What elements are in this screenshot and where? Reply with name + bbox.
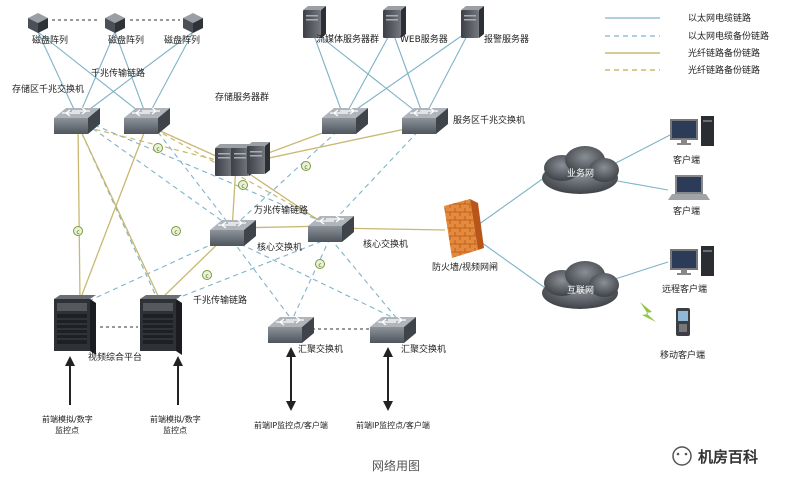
label-agg-switch-1: 汇聚交换机	[298, 343, 343, 355]
streaming-server	[303, 6, 326, 38]
agg-switch-2	[369, 316, 417, 344]
video-platform-rack-1	[53, 294, 97, 356]
label-core-switch-1: 核心交换机	[257, 241, 302, 253]
label-storage-server-group: 存储服务器群	[215, 91, 269, 103]
label-front-analog-1: 前端模拟/数字	[42, 414, 93, 424]
watermark-text: 机房百科	[698, 448, 758, 466]
internet-cloud	[542, 261, 619, 309]
business-cloud	[542, 146, 619, 194]
label-agg-switch-2: 汇聚交换机	[401, 343, 446, 355]
links	[37, 19, 671, 411]
firewall	[444, 199, 484, 258]
label-front-analog-1b: 监控点	[55, 425, 79, 435]
core-switch-2	[307, 215, 355, 243]
label-front-ip-1: 前端IP监控点/客户端	[254, 420, 328, 430]
label-alarm-server: 报警服务器	[484, 33, 529, 45]
disk-array-2	[105, 13, 125, 33]
watermark-logo: 机房百科	[672, 446, 758, 466]
label-gigabit-link-bottom: 千兆传输链路	[193, 294, 247, 306]
agg-switch-1	[267, 316, 315, 344]
label-front-analog-2: 前端模拟/数字	[150, 414, 201, 424]
remote-client-pc	[670, 245, 715, 277]
legend-label-3: 光纤链路备份链路	[688, 64, 760, 76]
label-storage-switch: 存储区千兆交换机	[12, 83, 84, 95]
label-client-1: 客户端	[673, 154, 700, 166]
service-switch-2	[401, 107, 449, 135]
legend-label-1: 以太网电缆备份链路	[688, 30, 769, 42]
label-core-switch-2: 核心交换机	[363, 238, 408, 250]
storage-server-group	[215, 142, 270, 176]
client-laptop	[667, 175, 711, 201]
label-streaming-server: 流媒体服务器群	[316, 33, 379, 45]
label-internet: 互联网	[567, 285, 594, 296]
diagram-caption: 网络用图	[372, 458, 420, 473]
disk-array-1	[28, 13, 48, 33]
legend-label-0: 以太网电缆链路	[688, 12, 751, 24]
label-web-server: WEB服务器	[400, 33, 448, 45]
label-disk-array-1: 磁盘阵列	[32, 34, 68, 46]
label-gigabit-link-top: 千兆传输链路	[91, 67, 145, 79]
label-disk-array-3: 磁盘阵列	[164, 34, 200, 46]
label-front-analog-2b: 监控点	[163, 425, 187, 435]
label-video-platform: 视频综合平台	[88, 351, 142, 363]
core-switch-1	[209, 219, 257, 247]
label-front-ip-2: 前端IP监控点/客户端	[356, 420, 430, 430]
legend: 以太网电缆链路 以太网电缆备份链路 光纤链路备份链路 光纤链路备份链路	[605, 12, 769, 76]
web-server	[383, 6, 406, 38]
label-firewall: 防火墙/视频网闸	[432, 261, 498, 273]
storage-switch-1	[53, 107, 101, 135]
alarm-server	[461, 6, 484, 38]
video-platform-rack-2	[139, 294, 183, 356]
legend-label-2: 光纤链路备份链路	[688, 47, 760, 59]
label-service-switch: 服务区千兆交换机	[453, 114, 525, 126]
client-pc-1	[670, 115, 715, 147]
label-client-2: 客户端	[673, 205, 700, 217]
label-disk-array-2: 磁盘阵列	[108, 34, 144, 46]
label-mobile-client: 移动客户端	[660, 349, 705, 361]
storage-switch-2	[123, 107, 171, 135]
label-business-net: 业务网	[567, 167, 594, 179]
mobile-phone	[676, 308, 690, 336]
disk-array-3	[183, 13, 203, 33]
label-ten-gig-link: 万兆传输链路	[254, 204, 308, 216]
label-remote-client: 远程客户端	[662, 283, 707, 295]
labels: 磁盘阵列 磁盘阵列 磁盘阵列 千兆传输链路 存储区千兆交换机 存储服务器群 流媒…	[12, 33, 707, 435]
service-switch-1	[321, 107, 369, 135]
